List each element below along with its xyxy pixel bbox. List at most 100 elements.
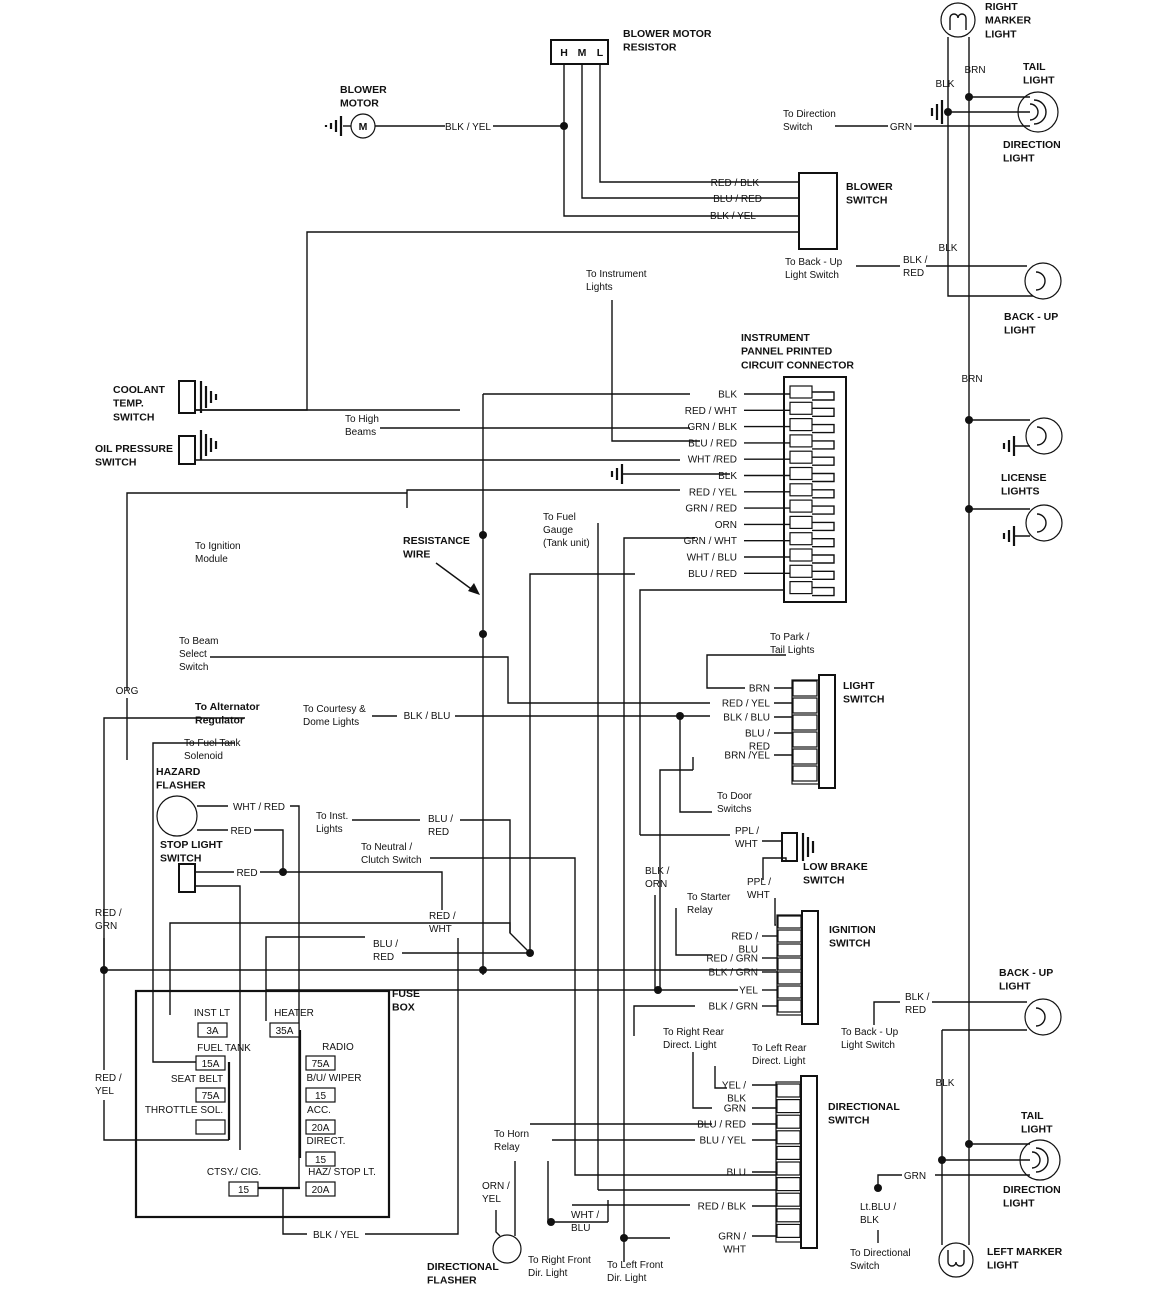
light-switch-pin <box>792 765 818 782</box>
connector-pin <box>789 532 813 546</box>
wire-label-left-grn: GRN <box>904 1171 926 1182</box>
wire-label-blk-orn: BLK /ORN <box>645 866 670 890</box>
fuse-rating: 35A <box>276 1026 294 1037</box>
ground-icon <box>610 464 624 484</box>
connector-pin <box>789 434 813 448</box>
connector-wire-label: BLK <box>718 471 737 482</box>
light-switch-wire-label: RED / YEL <box>722 699 771 710</box>
connector-trace <box>812 521 835 532</box>
fuse-rating: 15A <box>202 1059 220 1070</box>
connector-pin <box>789 515 813 530</box>
fuse-rating: 20A <box>312 1123 330 1134</box>
fuse-name: FUEL TANK <box>197 1043 251 1054</box>
directional-pin <box>776 1130 801 1145</box>
resistor-tap-l: L <box>597 47 604 59</box>
ignition-pin <box>777 929 802 943</box>
directional-pin <box>776 1145 801 1161</box>
connector-pin <box>789 450 813 464</box>
connector-pins <box>483 385 835 597</box>
fuse-element <box>305 1151 336 1167</box>
directional-pin <box>776 1083 801 1098</box>
ignition-wire-label: RED / GRN <box>706 954 758 965</box>
ground-icon <box>324 116 343 136</box>
wire-label-inst-blu-red: BLU /RED <box>428 814 453 838</box>
directional-pins <box>752 1083 801 1239</box>
wire-label-brn: BRN <box>964 65 985 76</box>
connector-wire-label: ORN <box>715 520 737 531</box>
connector-trace <box>812 489 835 499</box>
ground-icon <box>1002 436 1016 546</box>
directional-wire-label: RED / BLK <box>698 1202 747 1213</box>
annotation-to-inst-lights: To Inst.Lights <box>316 811 348 835</box>
connector-trace <box>812 505 835 515</box>
fuse-element <box>195 1087 226 1103</box>
light-switch-pin <box>792 714 818 731</box>
fuse-name: RADIO <box>322 1042 354 1053</box>
wire-label-red-blk: RED / BLK <box>711 178 760 189</box>
motor-m-symbol: M <box>359 121 368 133</box>
connector-trace <box>812 586 835 597</box>
wire-label-blk-yel-2: BLK / YEL <box>710 211 756 222</box>
directional-pin <box>776 1098 801 1114</box>
fuse-name: HAZ/ STOP LT. <box>308 1167 376 1178</box>
wire-label-ppl-wht-1: PPL /WHT <box>735 826 759 850</box>
connector-wire-label: RED / YEL <box>689 487 738 498</box>
directional-wire-label: GRN /WHT <box>718 1232 746 1256</box>
connector-pin <box>789 564 813 578</box>
fuse-element <box>269 1022 300 1038</box>
wire-label-red-wht: RED /WHT <box>429 911 456 935</box>
wire-label-red-yel: RED /YEL <box>95 1073 122 1097</box>
light-switch-wire-label: BRN /YEL <box>724 751 770 762</box>
connector-trace <box>812 391 835 401</box>
wire-label-left-blk: BLK <box>936 1078 955 1089</box>
connector-pin <box>789 385 813 399</box>
connector-wire-label: GRN / WHT <box>684 536 737 547</box>
light-switch-pin <box>792 697 818 714</box>
connector-wire-label: WHT / BLU <box>687 553 737 564</box>
connector-trace <box>812 472 835 483</box>
ignition-pin <box>777 915 802 929</box>
light-switch-pin <box>792 680 818 697</box>
connector-pin <box>789 466 813 481</box>
light-switch-wire-label: BRN <box>749 684 770 695</box>
directional-pin <box>776 1114 801 1129</box>
annotation-to-courtesy: To Courtesy &Dome Lights <box>303 704 366 728</box>
directional-pin <box>776 1161 801 1176</box>
wire-label-bottom-blk-yel: BLK / YEL <box>313 1230 359 1241</box>
annotation-to-neutral: To Neutral /Clutch Switch <box>361 842 422 866</box>
fuse-element <box>305 1181 336 1197</box>
fuse-rating: 15 <box>315 1155 327 1166</box>
wire-label-backup-blk: BLK <box>939 243 958 254</box>
fuse-rating: 15 <box>238 1185 250 1196</box>
connector-trace <box>812 538 835 548</box>
